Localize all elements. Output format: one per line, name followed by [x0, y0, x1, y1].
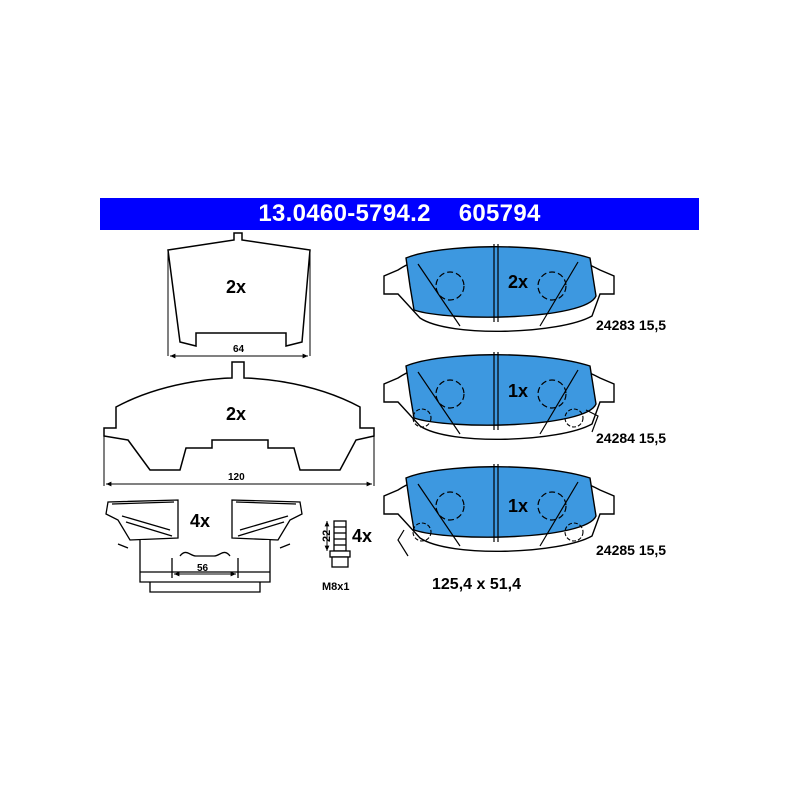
backing-plate-large: 2x 120 — [103, 361, 375, 487]
brake-pad-1-lining — [405, 246, 597, 318]
pad-2-quantity: 1x — [508, 381, 528, 401]
clip-dimension: 56 — [197, 563, 209, 574]
pad-3-code: 24285 15,5 — [596, 542, 666, 558]
pad-3-sensor-left — [412, 522, 432, 542]
retaining-clip — [105, 499, 303, 593]
pad-3-sensor-right — [564, 522, 584, 542]
guide-bolt — [324, 520, 351, 568]
brake-pad-1: 2x — [383, 244, 615, 332]
brake-pad-3-lining — [405, 466, 597, 538]
article-number: 605794 — [458, 200, 541, 227]
plate-small-quantity: 2x — [226, 277, 246, 297]
pad-2-sensor-right — [564, 408, 584, 428]
plate-large-dimension: 120 — [228, 472, 245, 483]
brake-pad-2-lining — [405, 354, 597, 426]
clip-quantity: 4x — [190, 511, 210, 531]
pad-1-quantity: 2x — [508, 272, 528, 292]
pad-2-code: 24284 15,5 — [596, 430, 666, 446]
bolt-thread: M8x1 — [322, 581, 350, 593]
backing-plate-small: 2x 64 — [167, 232, 311, 359]
pad-3-quantity: 1x — [508, 496, 528, 516]
brake-pad-2: 1x — [383, 352, 615, 440]
bolt-quantity: 4x — [352, 526, 372, 546]
backing-plate-small-outline — [167, 232, 311, 347]
header-banner: 13.0460-5794.2 605794 — [100, 198, 699, 230]
brake-pad-3: 1x — [383, 464, 615, 557]
bolt-length: 22 — [321, 530, 333, 542]
pad-size: 125,4 x 51,4 — [432, 576, 521, 593]
pad-2-wear-indicator — [585, 409, 599, 433]
plate-large-quantity: 2x — [226, 404, 246, 424]
pad-2-sensor-left — [412, 408, 432, 428]
pad-3-wear-indicator — [397, 529, 409, 557]
pad-1-code: 24283 15,5 — [596, 317, 666, 333]
backing-plate-large-outline — [103, 361, 375, 471]
part-number: 13.0460-5794.2 — [258, 200, 431, 227]
plate-small-dimension: 64 — [233, 344, 245, 355]
